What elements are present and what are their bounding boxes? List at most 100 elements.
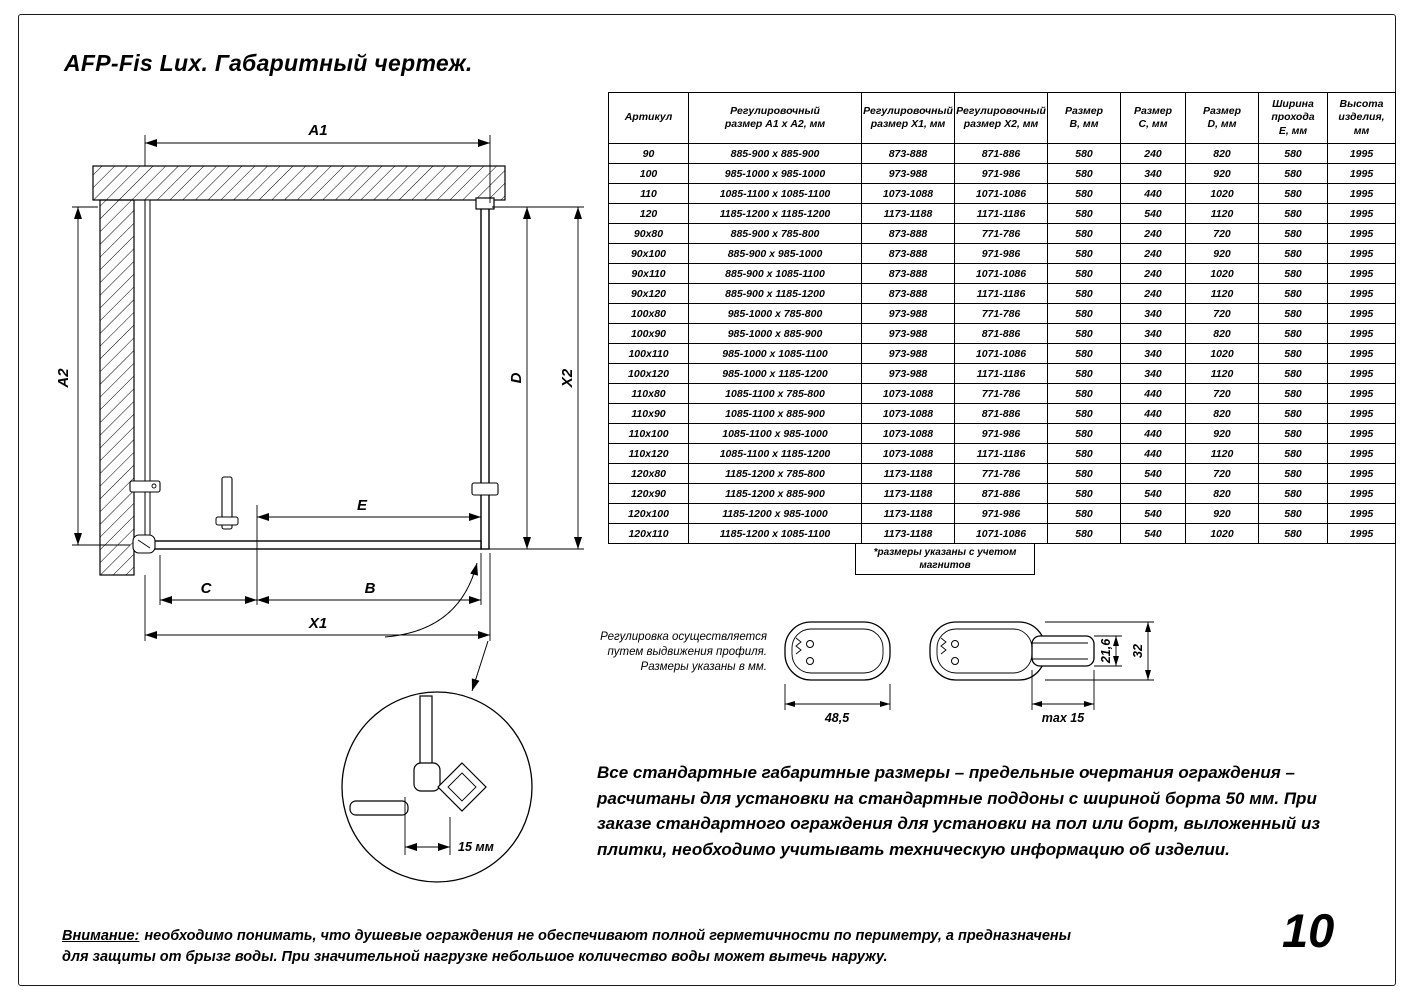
- article-cell: 120x80: [608, 463, 689, 484]
- value-cell: 885-900 x 985-1000: [688, 243, 862, 264]
- value-cell: 580: [1047, 323, 1121, 344]
- value-cell: 340: [1120, 323, 1186, 344]
- dim-label-x2: X2: [559, 368, 576, 388]
- value-cell: 580: [1258, 403, 1328, 424]
- value-cell: 1020: [1185, 523, 1259, 544]
- dim-label-21-6: 21,6: [1099, 638, 1113, 664]
- value-cell: 580: [1258, 303, 1328, 324]
- article-cell: 110x90: [608, 403, 689, 424]
- value-cell: 973-988: [861, 323, 955, 344]
- value-cell: 973-988: [861, 303, 955, 324]
- column-header: Размер С, мм: [1120, 92, 1186, 144]
- glass-panel-right: [480, 206, 490, 550]
- value-cell: 771-786: [954, 303, 1048, 324]
- value-cell: 1185-1200 x 1185-1200: [688, 203, 862, 224]
- value-cell: 580: [1258, 443, 1328, 464]
- value-cell: 885-900 x 885-900: [688, 143, 862, 164]
- value-cell: 580: [1258, 523, 1328, 544]
- value-cell: 580: [1047, 283, 1121, 304]
- value-cell: 1173-1188: [861, 523, 955, 544]
- value-cell: 885-900 x 1085-1100: [688, 263, 862, 284]
- warning-note: Внимание:необходимо понимать, что душевы…: [62, 926, 1092, 968]
- table-footnote: *размеры указаны с учетом магнитов: [855, 544, 1035, 575]
- value-cell: 580: [1258, 223, 1328, 244]
- value-cell: 1995: [1327, 403, 1396, 424]
- column-header: Регулировочный размер Х1, мм: [861, 92, 955, 144]
- value-cell: 340: [1120, 363, 1186, 384]
- value-cell: 1071-1086: [954, 523, 1048, 544]
- value-cell: 1995: [1327, 223, 1396, 244]
- value-cell: 720: [1185, 303, 1259, 324]
- dimension-a2: A2: [55, 206, 130, 546]
- value-cell: 580: [1258, 163, 1328, 184]
- value-cell: 771-786: [954, 383, 1048, 404]
- value-cell: 973-988: [861, 363, 955, 384]
- value-cell: 1995: [1327, 303, 1396, 324]
- value-cell: 240: [1120, 223, 1186, 244]
- dimension-d: D: [508, 207, 531, 549]
- value-cell: 1185-1200 x 985-1000: [688, 503, 862, 524]
- value-cell: 1073-1088: [861, 423, 955, 444]
- value-cell: 1995: [1327, 483, 1396, 504]
- value-cell: 580: [1047, 203, 1121, 224]
- value-cell: 1173-1188: [861, 463, 955, 484]
- value-cell: 580: [1258, 263, 1328, 284]
- value-cell: 1120: [1185, 443, 1259, 464]
- value-cell: 580: [1258, 143, 1328, 164]
- value-cell: 580: [1258, 503, 1328, 524]
- value-cell: 873-888: [861, 223, 955, 244]
- value-cell: 920: [1185, 503, 1259, 524]
- value-cell: 1173-1188: [861, 503, 955, 524]
- value-cell: 1173-1188: [861, 483, 955, 504]
- dimension-detail-15mm: 15 мм: [404, 797, 494, 855]
- value-cell: 873-888: [861, 263, 955, 284]
- value-cell: 985-1000 x 785-800: [688, 303, 862, 324]
- value-cell: 1995: [1327, 443, 1396, 464]
- value-cell: 580: [1258, 283, 1328, 304]
- value-cell: 1995: [1327, 243, 1396, 264]
- column-header: Регулировочный размер Х2, мм: [954, 92, 1048, 144]
- value-cell: 580: [1047, 243, 1121, 264]
- page-number: 10: [1282, 904, 1335, 957]
- value-cell: 1020: [1185, 263, 1259, 284]
- value-cell: 580: [1258, 383, 1328, 404]
- glass-panel-bottom: [149, 540, 482, 550]
- column-header: Размер В, мм: [1047, 92, 1121, 144]
- value-cell: 1185-1200 x 1085-1100: [688, 523, 862, 544]
- value-cell: 580: [1258, 483, 1328, 504]
- page-title: AFP-Fis Lux. Габаритный чертеж.: [64, 50, 473, 76]
- column-header: Высота изделия, мм: [1327, 92, 1396, 144]
- value-cell: 1995: [1327, 523, 1396, 544]
- value-cell: 1073-1088: [861, 383, 955, 404]
- value-cell: 1995: [1327, 143, 1396, 164]
- value-cell: 920: [1185, 163, 1259, 184]
- door-swing-arrow: [384, 562, 478, 638]
- dim-label-x1: X1: [308, 615, 327, 632]
- value-cell: 580: [1047, 163, 1121, 184]
- profile-section-extended: [929, 621, 1095, 681]
- value-cell: 1995: [1327, 283, 1396, 304]
- profile-section-closed: [784, 621, 891, 681]
- dimension-48-5: 48,5: [784, 684, 891, 725]
- value-cell: 1185-1200 x 785-800: [688, 463, 862, 484]
- value-cell: 871-886: [954, 403, 1048, 424]
- value-cell: 973-988: [861, 163, 955, 184]
- dimension-21-6: 21,6: [1094, 635, 1122, 667]
- value-cell: 1071-1086: [954, 343, 1048, 364]
- value-cell: 580: [1047, 383, 1121, 404]
- column-header: Регулировочный размер А1 х А2, мм: [688, 92, 862, 144]
- value-cell: 1995: [1327, 163, 1396, 184]
- dim-label-a2: A2: [55, 368, 72, 389]
- dimension-c: C: [159, 555, 257, 605]
